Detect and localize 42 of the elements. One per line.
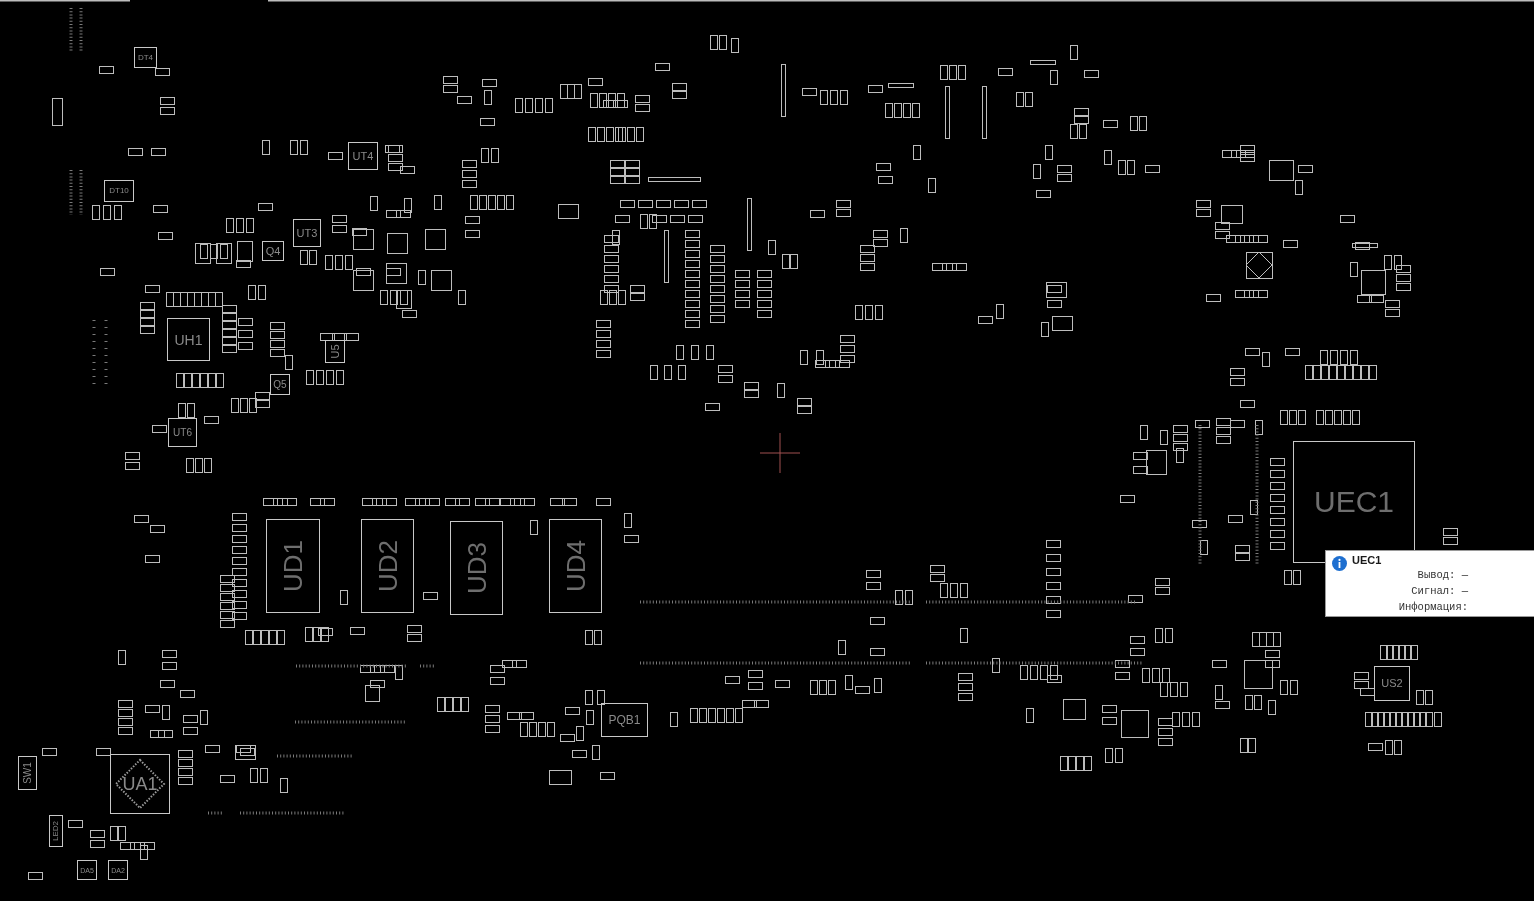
component-designator: LED2: [52, 821, 60, 841]
component-designator: UT6: [173, 427, 192, 438]
component-outline: [77, 860, 97, 880]
component-outline: [168, 418, 197, 447]
tooltip-field: Информация:: [1398, 601, 1468, 613]
component-designator: UD2: [374, 540, 401, 592]
component-outline: [110, 754, 170, 814]
tooltip-title: UEC1: [1352, 554, 1382, 566]
component-outline: [134, 47, 157, 68]
component-designator: UD4: [562, 540, 589, 592]
component-designator: UT3: [296, 227, 318, 239]
component-designator: UEC1: [1314, 487, 1394, 517]
component-outline: [601, 703, 648, 737]
component-outline: [1374, 666, 1410, 701]
component-outline: [104, 180, 134, 202]
component-designator: UH1: [174, 332, 203, 347]
component-designator: UD1: [280, 540, 306, 592]
component-designator: UD3: [463, 542, 490, 594]
info-tooltip: [1325, 550, 1534, 617]
component-outline: [361, 519, 414, 613]
component-designator: UA1: [122, 775, 158, 793]
component-outline: [167, 318, 210, 361]
component-outline: [270, 374, 290, 395]
component-outline: [348, 142, 378, 170]
component-outline: [266, 519, 320, 613]
component-outline: [108, 860, 128, 880]
component-outline: [49, 815, 63, 847]
component-designator: UT4: [352, 150, 374, 162]
tooltip-field: Сигнал: —: [1411, 585, 1468, 597]
tooltip-field: Вывод: —: [1417, 569, 1468, 581]
component-designator: U5: [329, 344, 341, 359]
component-designator: SW1: [22, 762, 33, 784]
component-designator: DT10: [109, 187, 129, 195]
component-outline: [18, 756, 37, 790]
component-designator: Q4: [265, 245, 281, 257]
component-designator: PQB1: [608, 714, 641, 726]
component-designator: Q5: [273, 379, 287, 390]
component-designator: US2: [1381, 678, 1403, 689]
component-outline: [549, 519, 602, 613]
component-outline: [450, 521, 503, 615]
component-outline: [293, 219, 321, 247]
component-designator: DT4: [137, 53, 154, 62]
